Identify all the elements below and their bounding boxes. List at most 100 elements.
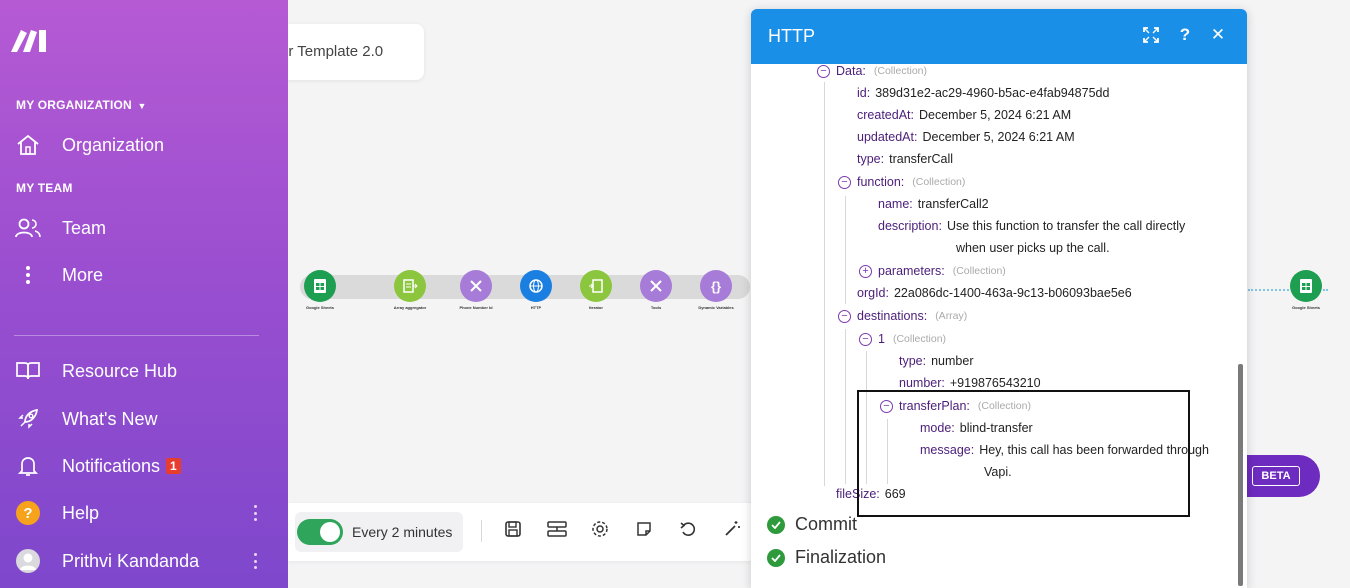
tree-row-description: description: Use this function to transf… xyxy=(878,217,1185,235)
google-sheets-node[interactable] xyxy=(304,270,336,302)
tree-row-description-cont: when user picks up the call. xyxy=(951,239,1110,257)
http-node[interactable] xyxy=(520,270,552,302)
sidebar-item-organization[interactable]: Organization xyxy=(0,128,288,162)
section-my-organization[interactable]: MY ORGANIZATION ▼ xyxy=(16,98,147,112)
tree-row-type: type: transferCall xyxy=(857,150,953,168)
scheduling-toggle[interactable] xyxy=(297,519,343,545)
tree-value: 389d31e2-ac29-4960-b5ac-e4fab94875dd xyxy=(875,86,1110,100)
sidebar-item-label: Organization xyxy=(62,134,165,155)
node-label: HTTP xyxy=(530,305,542,310)
tools-node[interactable] xyxy=(460,270,492,302)
tree-row-message-cont: Vapi. xyxy=(979,463,1012,481)
tree-key: Data: xyxy=(836,64,866,78)
bell-icon xyxy=(15,453,41,479)
tree-guide xyxy=(845,196,846,304)
output-tree: − Data: (Collection) id: 389d31e2-ac29-4… xyxy=(751,64,1247,504)
tree-row-createdat: createdAt: December 5, 2024 6:21 AM xyxy=(857,106,1071,124)
tree-type: (Collection) xyxy=(873,65,927,77)
tree-key: type: xyxy=(857,152,885,166)
rocket-icon xyxy=(15,406,41,432)
tree-row-number: number: +919876543210 xyxy=(899,374,1041,392)
tree-key: message: xyxy=(920,443,975,457)
sidebar-item-resource-hub[interactable]: Resource Hub xyxy=(0,354,288,388)
make-logo-icon[interactable] xyxy=(9,26,49,54)
tree-guide xyxy=(866,351,867,484)
undo-icon[interactable] xyxy=(677,518,699,540)
panel-title: HTTP xyxy=(768,26,815,46)
sidebar-item-notifications[interactable]: Notifications 1 xyxy=(0,449,288,483)
collapse-icon[interactable]: − xyxy=(817,64,830,78)
annotation-highlight-box xyxy=(857,390,1190,517)
sidebar-item-label: Resource Hub xyxy=(62,360,178,381)
tree-row-parameters[interactable]: + parameters: (Collection) xyxy=(859,262,1006,280)
status-finalization: Finalization xyxy=(767,547,886,568)
collapse-icon[interactable]: − xyxy=(859,332,872,346)
tree-key: orgId: xyxy=(857,286,889,300)
dynamic-variables-node[interactable]: {} xyxy=(700,270,732,302)
sidebar: MY ORGANIZATION ▼ Organization MY TEAM T… xyxy=(0,0,288,588)
tree-row-destinations[interactable]: − destinations: (Array) xyxy=(838,307,967,325)
section-label: MY ORGANIZATION xyxy=(16,98,132,112)
sidebar-item-user[interactable]: Prithvi Kandanda xyxy=(0,544,288,578)
sidebar-item-more[interactable]: More xyxy=(0,258,288,292)
caret-down-icon: ▼ xyxy=(137,101,147,111)
tree-type: (Collection) xyxy=(912,176,966,188)
flow-connector xyxy=(1248,289,1328,291)
expand-icon[interactable] xyxy=(1142,26,1160,44)
sidebar-item-team[interactable]: Team xyxy=(0,211,288,245)
svg-text:?: ? xyxy=(23,505,32,522)
beta-button[interactable]: BETA xyxy=(1236,455,1320,497)
avatar xyxy=(15,548,41,574)
collapse-icon[interactable]: − xyxy=(880,399,893,413)
help-question-icon[interactable]: ? xyxy=(1179,25,1191,44)
tree-value: when user picks up the call. xyxy=(956,241,1110,255)
tree-value: blind-transfer xyxy=(959,421,1033,435)
sidebar-item-label: Prithvi Kandanda xyxy=(62,550,200,571)
node-label: Dynamic Variables xyxy=(698,305,734,310)
tree-value: Vapi. xyxy=(984,465,1012,479)
tools-node[interactable] xyxy=(640,270,672,302)
node-label: Iterator xyxy=(589,305,603,310)
help-menu-icon[interactable] xyxy=(254,505,258,521)
vertical-dots-icon xyxy=(15,262,41,288)
array-aggregator-node[interactable] xyxy=(394,270,426,302)
auto-align-icon[interactable] xyxy=(546,518,568,540)
tree-row-function[interactable]: − function: (Collection) xyxy=(838,173,965,191)
tree-value: transferCall xyxy=(889,152,954,166)
tree-key: function: xyxy=(857,175,905,189)
tree-key: number: xyxy=(899,376,945,390)
node-label: Google Sheets xyxy=(1291,305,1320,310)
close-icon[interactable]: ✕ xyxy=(1210,25,1226,44)
tree-row-transferplan[interactable]: − transferPlan: (Collection) xyxy=(880,397,1031,415)
sidebar-item-label: Notifications xyxy=(62,455,161,476)
tree-value: Hey, this call has been forwarded throug… xyxy=(979,443,1209,457)
tree-guide xyxy=(887,419,888,484)
schedule-control[interactable]: Every 2 minutes xyxy=(295,512,463,552)
tree-row-data[interactable]: − Data: (Collection) xyxy=(817,62,927,80)
user-menu-icon[interactable] xyxy=(254,553,258,569)
sidebar-item-help[interactable]: ? Help xyxy=(0,496,288,530)
expand-icon[interactable]: + xyxy=(859,264,872,278)
tree-value: transferCall2 xyxy=(917,197,989,211)
tree-key: type: xyxy=(899,354,927,368)
tree-row-destination-1[interactable]: − 1 (Collection) xyxy=(859,330,946,348)
save-icon[interactable] xyxy=(502,518,524,540)
status-label: Finalization xyxy=(795,547,887,567)
node-label: Tools xyxy=(650,305,662,310)
magic-wand-icon[interactable] xyxy=(721,518,743,540)
collapse-icon[interactable]: − xyxy=(838,309,851,323)
collapse-icon[interactable]: − xyxy=(838,175,851,189)
tree-row-id: id: 389d31e2-ac29-4960-b5ac-e4fab94875dd xyxy=(857,84,1109,102)
node-label: Google Sheets xyxy=(305,305,334,310)
settings-icon[interactable] xyxy=(589,518,611,540)
tree-value: 22a086dc-1400-463a-9c13-b06093bae5e6 xyxy=(893,286,1132,300)
sidebar-item-whats-new[interactable]: What's New xyxy=(0,402,288,436)
tree-type: (Collection) xyxy=(977,400,1031,412)
google-sheets-node[interactable] xyxy=(1290,270,1322,302)
panel-scrollbar[interactable] xyxy=(1238,364,1243,586)
iterator-node[interactable] xyxy=(580,270,612,302)
sidebar-item-label: What's New xyxy=(62,408,158,429)
notes-icon[interactable] xyxy=(633,518,655,540)
tree-key: mode: xyxy=(920,421,955,435)
help-icon: ? xyxy=(15,500,41,526)
